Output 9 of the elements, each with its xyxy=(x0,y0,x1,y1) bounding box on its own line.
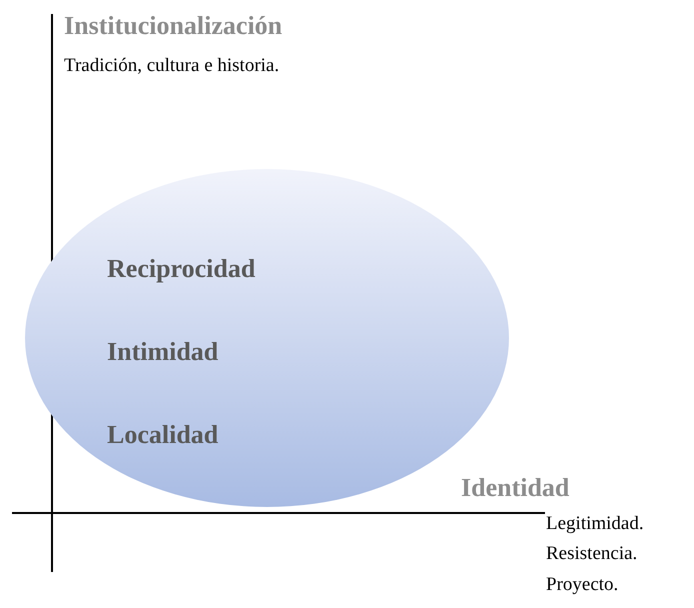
ellipse-text: Reciprocidad xyxy=(107,255,256,284)
ellipse-text: Intimidad xyxy=(107,338,218,367)
axis-title: Identidad xyxy=(461,474,570,503)
axis-title: Institucionalización xyxy=(64,12,282,41)
axis-description: Resistencia. xyxy=(546,544,638,565)
axis-description: Proyecto. xyxy=(546,575,618,596)
axis-description: Legitimidad. xyxy=(546,514,644,535)
ellipse-text: Localidad xyxy=(107,421,218,450)
axis-description: Tradición, cultura e historia. xyxy=(64,56,280,77)
